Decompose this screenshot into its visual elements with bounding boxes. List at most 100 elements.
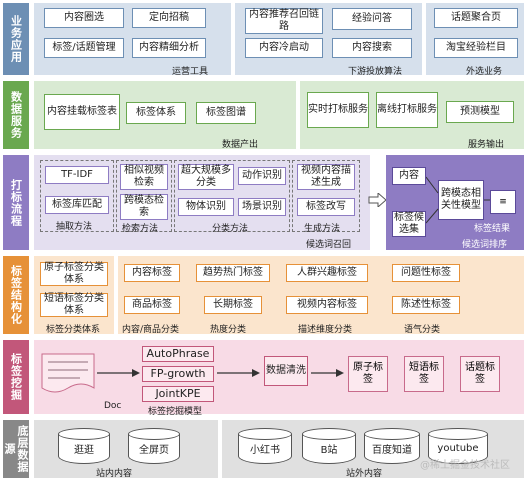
- source-external-item-3: youtube: [437, 443, 479, 454]
- data-output-item-2-text: 预测模型: [460, 106, 500, 117]
- biz-ops-item-3: 内容精细分析: [132, 38, 206, 58]
- tagflow-extract-item-1: 标签库匹配: [45, 196, 109, 214]
- tagflow-rank-caption: 候选词排序: [462, 240, 508, 250]
- row-label-struct: 标签结构化: [3, 256, 29, 334]
- tagflow-generate-item-1: 标签改写: [297, 198, 355, 216]
- source-internal-cyl-0: 逛逛: [58, 428, 110, 464]
- source-external-item-1: B站: [320, 445, 338, 456]
- tagflow-rank-result-doc: ≡: [490, 190, 516, 214]
- mining-output-0: 原子标签: [348, 356, 388, 392]
- source-external-caption: 站外内容: [346, 469, 383, 479]
- tagflow-retrieve-item-0: 相似视频检索: [120, 164, 168, 190]
- tagflow-generate-item-0: 视频内容描述生成: [297, 164, 355, 190]
- struct-desc-item-0: 人群兴趣标签: [286, 264, 368, 282]
- struct-system-item-0: 原子标签分类体系: [40, 262, 108, 286]
- data-output-item-0-text: 实时打标服务: [308, 104, 368, 115]
- row-label-biz: 业务应用: [3, 3, 29, 75]
- row-label-source: 底层数据源: [3, 420, 29, 478]
- biz-ops-caption: 运营工具: [172, 67, 209, 77]
- data-output-item-2: 预测模型: [446, 101, 514, 123]
- data-produce-item-2: 标签图谱: [196, 102, 256, 124]
- struct-tone-item-1: 陈述性标签: [392, 296, 460, 314]
- biz-ops-item-0: 内容圈选: [44, 8, 124, 28]
- struct-system-caption: 标签分类体系: [46, 325, 101, 335]
- tagflow-classify-item-3: 场景识别: [238, 198, 286, 216]
- source-external-cyl-1: B站: [302, 428, 356, 464]
- mining-model-0: AutoPhrase: [142, 346, 214, 362]
- source-internal-caption: 站内内容: [96, 469, 133, 479]
- watermark: @稀土掘金技术社区: [420, 460, 510, 471]
- data-produce-item-2-text: 标签图谱: [206, 107, 246, 118]
- mining-clean: 数据清洗: [264, 356, 308, 386]
- tagflow-generate-group: [292, 160, 360, 232]
- tagflow-classify-item-0: 超大规模多分类: [178, 164, 234, 190]
- mining-model-2: JointKPE: [142, 386, 214, 402]
- struct-heat-item-1: 长期标签: [204, 296, 262, 314]
- tagflow-classify-caption: 分类方法: [212, 224, 249, 234]
- tagflow-rank-content: 内容: [392, 167, 426, 185]
- struct-tone-item-0: 问题性标签: [392, 264, 460, 282]
- source-internal-item-1: 全屏页: [139, 445, 169, 456]
- data-produce-caption: 数据产出: [222, 140, 259, 150]
- struct-content-caption: 内容/商品分类: [122, 325, 180, 335]
- tagflow-retrieve-item-1: 跨模态检索: [120, 194, 168, 220]
- tagflow-classify-group: [174, 160, 290, 232]
- row-label-tagflow: 打标流程: [3, 155, 29, 250]
- biz-external-item-1: 淘宝经验栏目: [434, 38, 518, 58]
- struct-desc-item-1: 视频内容标签: [286, 296, 368, 314]
- mining-doc-label: Doc: [104, 401, 122, 411]
- biz-ops-item-2: 标签/话题管理: [44, 38, 124, 58]
- struct-content-item-0: 内容标签: [124, 264, 180, 282]
- struct-tone-caption: 语气分类: [404, 325, 441, 335]
- biz-algo-item-2: 内容冷启动: [245, 38, 323, 58]
- result-doc-lines-icon: ≡: [499, 197, 507, 207]
- tagflow-rank-arrows: [426, 176, 490, 224]
- biz-algo-caption: 下游投放算法: [348, 67, 403, 77]
- tagflow-generate-caption: 生成方法: [304, 224, 341, 234]
- biz-external-caption: 外选业务: [466, 67, 503, 77]
- tagflow-rank-result-label: 标签结果: [474, 224, 511, 234]
- row-label-data: 数据服务: [3, 81, 29, 149]
- tagflow-retrieve-caption: 检索方法: [122, 224, 159, 234]
- biz-external-item-0: 话题聚合页: [434, 8, 518, 28]
- tagflow-classify-item-2: 物体识别: [178, 198, 234, 216]
- source-internal-item-0: 逛逛: [74, 445, 94, 456]
- data-produce-item-1: 标签体系: [126, 102, 186, 124]
- source-external-cyl-2: 百度知道: [364, 428, 420, 464]
- struct-desc-caption: 描述维度分类: [298, 325, 353, 335]
- data-produce-item-0: 内容挂载标签表: [44, 94, 120, 130]
- biz-algo-item-0: 内容推荐召回链路: [245, 8, 323, 34]
- mining-output-1: 短语标签: [404, 356, 444, 392]
- biz-algo-item-3: 内容搜索: [332, 38, 412, 58]
- mining-models-caption: 标签挖掘模型: [148, 407, 203, 417]
- tagflow-extract-group: [40, 160, 114, 232]
- source-external-item-2: 百度知道: [372, 445, 412, 456]
- biz-ops-item-1: 定向招稿: [132, 8, 206, 28]
- arrow-models-to-clean: [217, 369, 260, 377]
- mining-model-1: FP-growth: [142, 366, 214, 382]
- data-output-caption: 服务输出: [468, 140, 505, 150]
- tagflow-recall-caption: 候选词召回: [306, 240, 352, 250]
- data-output-item-1: 离线打标服务: [376, 92, 438, 128]
- tagflow-retrieve-group: [116, 160, 172, 232]
- struct-content-item-1: 商品标签: [124, 296, 180, 314]
- data-output-item-0: 实时打标服务: [307, 92, 369, 128]
- tagflow-rank-model: 跨模态相关性模型: [438, 180, 484, 220]
- tagflow-rank-candidates: 标签候选集: [392, 211, 426, 237]
- mining-doc-icon: [41, 353, 95, 393]
- arrow-recall-to-rank: [368, 193, 387, 207]
- mining-output-2: 话题标签: [460, 356, 500, 392]
- arrow-doc-to-models: [97, 369, 140, 377]
- row-label-mining: 标签挖掘: [3, 340, 29, 414]
- source-external-item-0: 小红书: [250, 445, 280, 456]
- data-output-item-1-text: 离线打标服务: [377, 104, 437, 115]
- source-external-cyl-3: youtube: [428, 428, 488, 464]
- struct-system-item-1: 短语标签分类体系: [40, 293, 108, 317]
- tagflow-classify-item-1: 动作识别: [238, 167, 286, 185]
- source-external-cyl-0: 小红书: [238, 428, 292, 464]
- tagflow-extract-caption: 抽取方法: [56, 222, 93, 232]
- struct-heat-item-0: 趋势热门标签: [196, 264, 270, 282]
- struct-heat-caption: 热度分类: [210, 325, 247, 335]
- source-internal-cyl-1: 全屏页: [128, 428, 180, 464]
- arrow-clean-to-outputs: [311, 369, 344, 377]
